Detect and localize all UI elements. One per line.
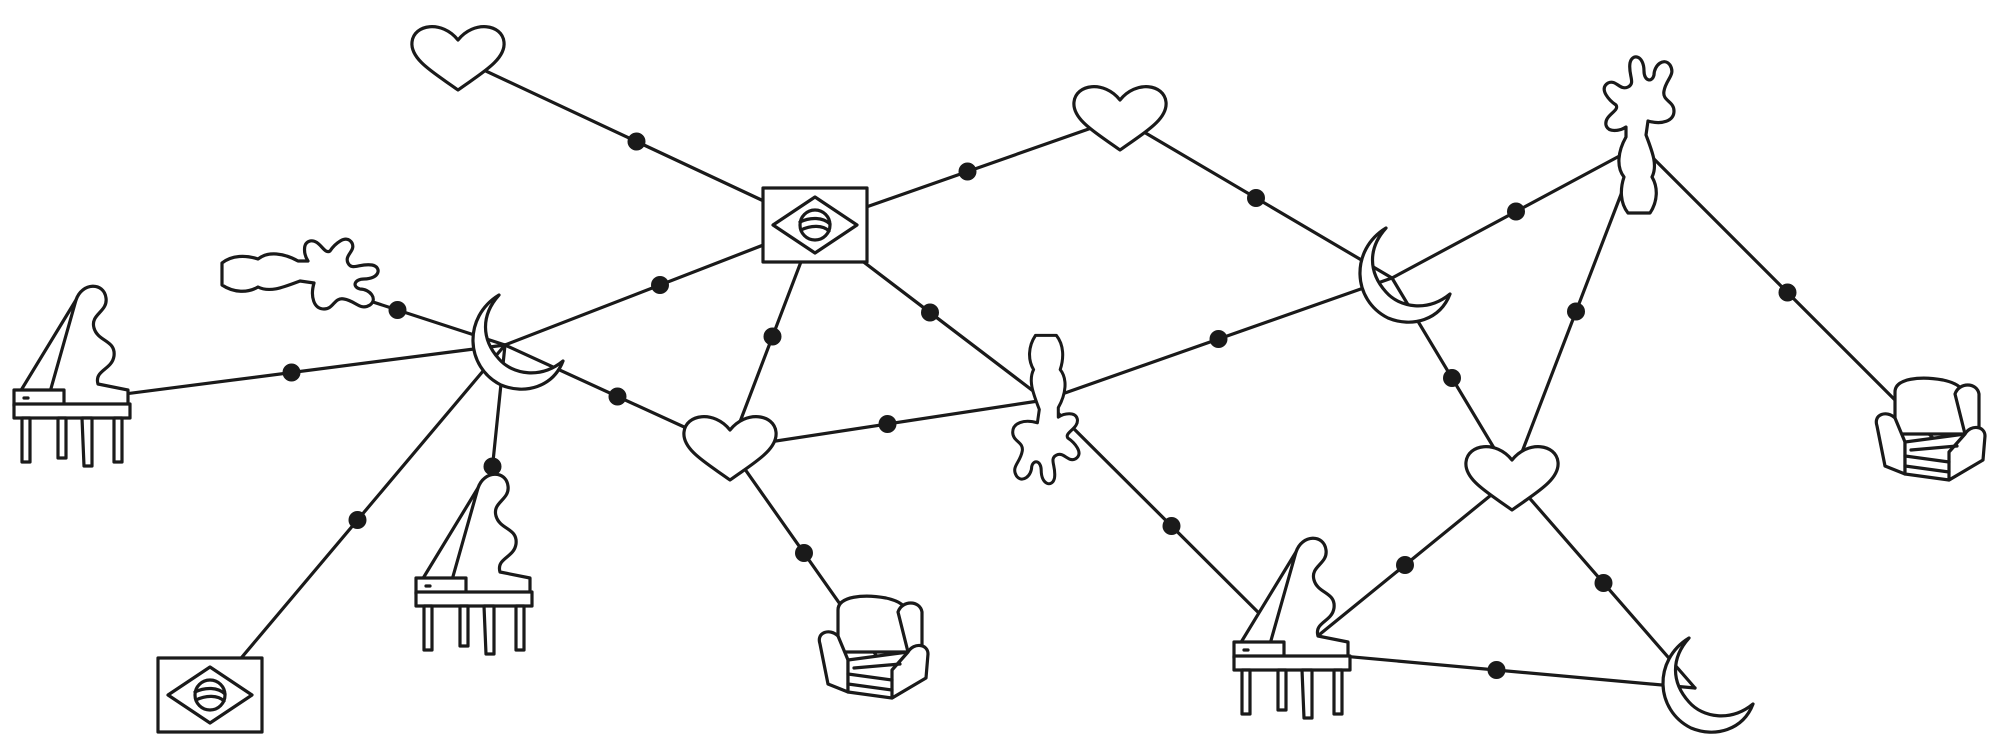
edge-midpoint-dot	[348, 511, 367, 529]
edge-midpoint-dot	[651, 276, 669, 294]
edge-midpoint-dot	[388, 301, 407, 319]
armchair-icon	[1874, 376, 1987, 482]
edge-midpoint-dot	[1507, 202, 1525, 221]
moon-icon	[471, 293, 565, 391]
heart-icon	[410, 25, 506, 92]
edges-layer	[76, 56, 1937, 697]
edge-midpoint-dot	[1396, 556, 1414, 574]
edge-midpoint-dot	[1443, 369, 1461, 387]
moon-icon	[1661, 636, 1755, 734]
piano-icon	[1232, 536, 1352, 720]
hand-icon	[220, 237, 380, 311]
nodes-layer	[12, 25, 1987, 734]
edge-midpoint-dot	[483, 457, 502, 476]
edge-midpoint-dot	[878, 415, 897, 433]
edge-midpoint-dot	[921, 303, 939, 322]
edge-midpoint-dot	[282, 363, 301, 382]
flag-icon	[761, 186, 869, 264]
edge-midpoint-dot	[763, 327, 782, 346]
piano-icon	[414, 472, 534, 656]
heart-icon	[682, 415, 778, 482]
edge-midpoint-dot	[1594, 574, 1613, 592]
edge-midpoint-dot	[1778, 283, 1797, 302]
hand-icon	[1602, 55, 1676, 215]
moon-icon	[1358, 226, 1452, 324]
edge-midpoint-dot	[1487, 661, 1506, 679]
edge-midpoint-dot	[608, 387, 627, 406]
edge-midpoint-dot	[1247, 189, 1265, 207]
flag-icon	[156, 656, 264, 734]
edge-midpoint-dot	[1162, 517, 1181, 535]
edge-midpoint-dot	[795, 544, 813, 562]
edge-midpoint-dot	[1209, 330, 1228, 348]
edge-midpoint-dot	[627, 132, 646, 151]
armchair-icon	[817, 594, 930, 700]
piano-icon	[12, 284, 132, 468]
heart-icon	[1072, 85, 1168, 152]
heart-icon	[1464, 445, 1560, 512]
edge-midpoint-dot	[1567, 302, 1585, 321]
edge-midpoint-dot	[958, 162, 977, 181]
edge-midpoints	[282, 132, 1797, 679]
hand-icon	[1011, 333, 1081, 486]
